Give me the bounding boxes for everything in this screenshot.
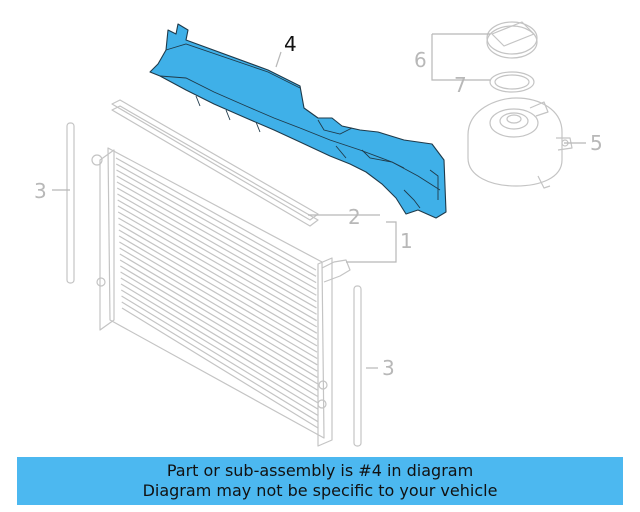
side-seal-right: [353, 285, 362, 447]
callout-4: 4: [284, 32, 297, 56]
callout-2: 2: [348, 205, 361, 229]
callout-7: 7: [454, 73, 467, 97]
callout-1: 1: [400, 229, 413, 253]
callout-5: 5: [590, 131, 603, 155]
leader-lines: [52, 33, 586, 369]
side-seal-left: [66, 122, 75, 284]
info-banner: Part or sub-assembly is #4 in diagram Di…: [17, 457, 623, 505]
seal-strip: [111, 99, 319, 227]
callout-6: 6: [414, 48, 427, 72]
callout-3-right: 3: [382, 356, 395, 380]
air-guide-highlighted: [149, 23, 447, 219]
radiator: [91, 147, 351, 447]
banner-line-2: Diagram may not be specific to your vehi…: [142, 481, 498, 500]
callout-3-left: 3: [34, 179, 47, 203]
banner-line-1: Part or sub-assembly is #4 in diagram: [166, 461, 474, 480]
expansion-tank: [467, 97, 573, 189]
reservoir-cap: [486, 21, 538, 59]
parts-diagram: 1 2 3 3 4 5 6 7: [34, 21, 603, 447]
seal-ring: [489, 71, 535, 93]
